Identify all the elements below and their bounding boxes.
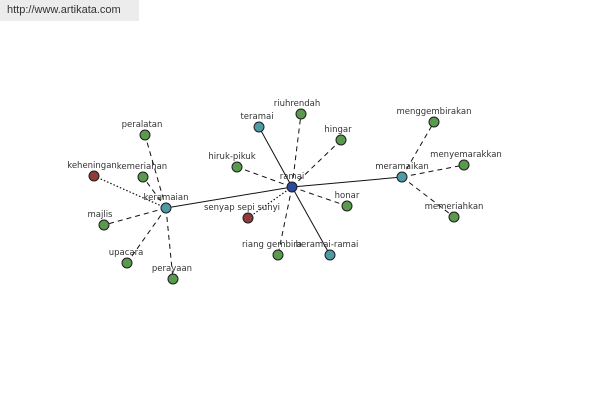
edge-meramaikan-memeriahkan — [401, 176, 455, 218]
node-hiruk-pikuk[interactable] — [231, 161, 243, 173]
node-label-senyap[interactable]: senyap sepi sunyi — [204, 203, 280, 213]
edge-meramaikan-menyemarakkan — [401, 164, 465, 178]
edge-keramaian-kemeriahan — [142, 176, 167, 209]
node-riang-gembira[interactable] — [272, 249, 284, 261]
edge-ramai-hingar — [291, 139, 342, 188]
node-riuhrendah[interactable] — [295, 108, 307, 120]
node-label-menggembirakan[interactable]: menggembirakan — [396, 107, 471, 117]
node-menyemarakkan[interactable] — [458, 159, 470, 171]
node-kemeriahan[interactable] — [137, 171, 149, 183]
node-majlis[interactable] — [98, 219, 110, 231]
edge-ramai-beramai-ramai — [291, 186, 331, 256]
edge-ramai-meramaikan — [291, 176, 403, 188]
node-label-hingar[interactable]: hingar — [324, 125, 352, 135]
node-label-peralatan[interactable]: peralatan — [122, 120, 163, 130]
edge-keramaian-upacara — [126, 207, 167, 264]
node-label-ramai[interactable]: ramai — [280, 172, 305, 182]
edge-keramaian-perayaan — [165, 207, 174, 280]
node-label-meramaikan[interactable]: meramaikan — [375, 162, 428, 172]
node-label-upacara[interactable]: upacara — [109, 248, 144, 258]
edge-ramai-honar — [291, 186, 348, 207]
edge-ramai-riang-gembira — [277, 186, 293, 256]
node-memeriahkan[interactable] — [448, 211, 460, 223]
labels-layer: ramai keramaian meramaikan teramai beramai-r… — [67, 99, 502, 274]
node-keheningan[interactable] — [88, 170, 100, 182]
node-label-perayaan[interactable]: perayaan — [152, 264, 192, 274]
node-label-hiruk-pikuk[interactable]: hiruk-pikuk — [208, 152, 255, 162]
node-hingar[interactable] — [335, 134, 347, 146]
edge-meramaikan-menggembirakan — [401, 121, 435, 178]
edge-keramaian-keheningan — [93, 175, 167, 209]
edge-keramaian-majlis — [103, 207, 167, 226]
node-senyap[interactable] — [242, 212, 254, 224]
node-label-keramaian[interactable]: keramaian — [144, 193, 189, 203]
node-label-memeriahkan[interactable]: memeriahkan — [425, 202, 484, 212]
nodes-layer — [88, 108, 470, 285]
node-label-honar[interactable]: honar — [335, 191, 360, 201]
node-label-teramai[interactable]: teramai — [240, 112, 273, 122]
node-perayaan[interactable] — [167, 273, 179, 285]
node-label-kemeriahan[interactable]: kemeriahan — [117, 162, 167, 172]
node-menggembirakan[interactable] — [428, 116, 440, 128]
node-meramaikan[interactable] — [396, 171, 408, 183]
node-peralatan[interactable] — [139, 129, 151, 141]
node-label-majlis[interactable]: majlis — [87, 210, 113, 220]
site-url-banner[interactable]: http://www.artikata.com — [0, 0, 139, 21]
node-label-riang-gembira[interactable]: riang gembira — [242, 240, 302, 250]
node-ramai[interactable] — [286, 181, 298, 193]
node-label-menyemarakkan[interactable]: menyemarakkan — [430, 150, 502, 160]
node-beramai-ramai[interactable] — [324, 249, 336, 261]
node-keramaian[interactable] — [160, 202, 172, 214]
node-teramai[interactable] — [253, 121, 265, 133]
node-upacara[interactable] — [121, 257, 133, 269]
node-label-keheningan[interactable]: keheningan — [67, 161, 117, 171]
edge-ramai-hiruk-pikuk — [236, 166, 293, 188]
node-label-riuhrendah[interactable]: riuhrendah — [274, 99, 321, 109]
edge-ramai-teramai — [258, 126, 293, 188]
node-honar[interactable] — [341, 200, 353, 212]
edge-ramai-keramaian — [165, 186, 293, 209]
edge-ramai-riuhrendah — [291, 113, 302, 188]
edge-keramaian-peralatan — [144, 134, 167, 209]
edges-layer — [93, 113, 465, 280]
node-label-beramai-ramai[interactable]: beramai-ramai — [296, 240, 359, 250]
